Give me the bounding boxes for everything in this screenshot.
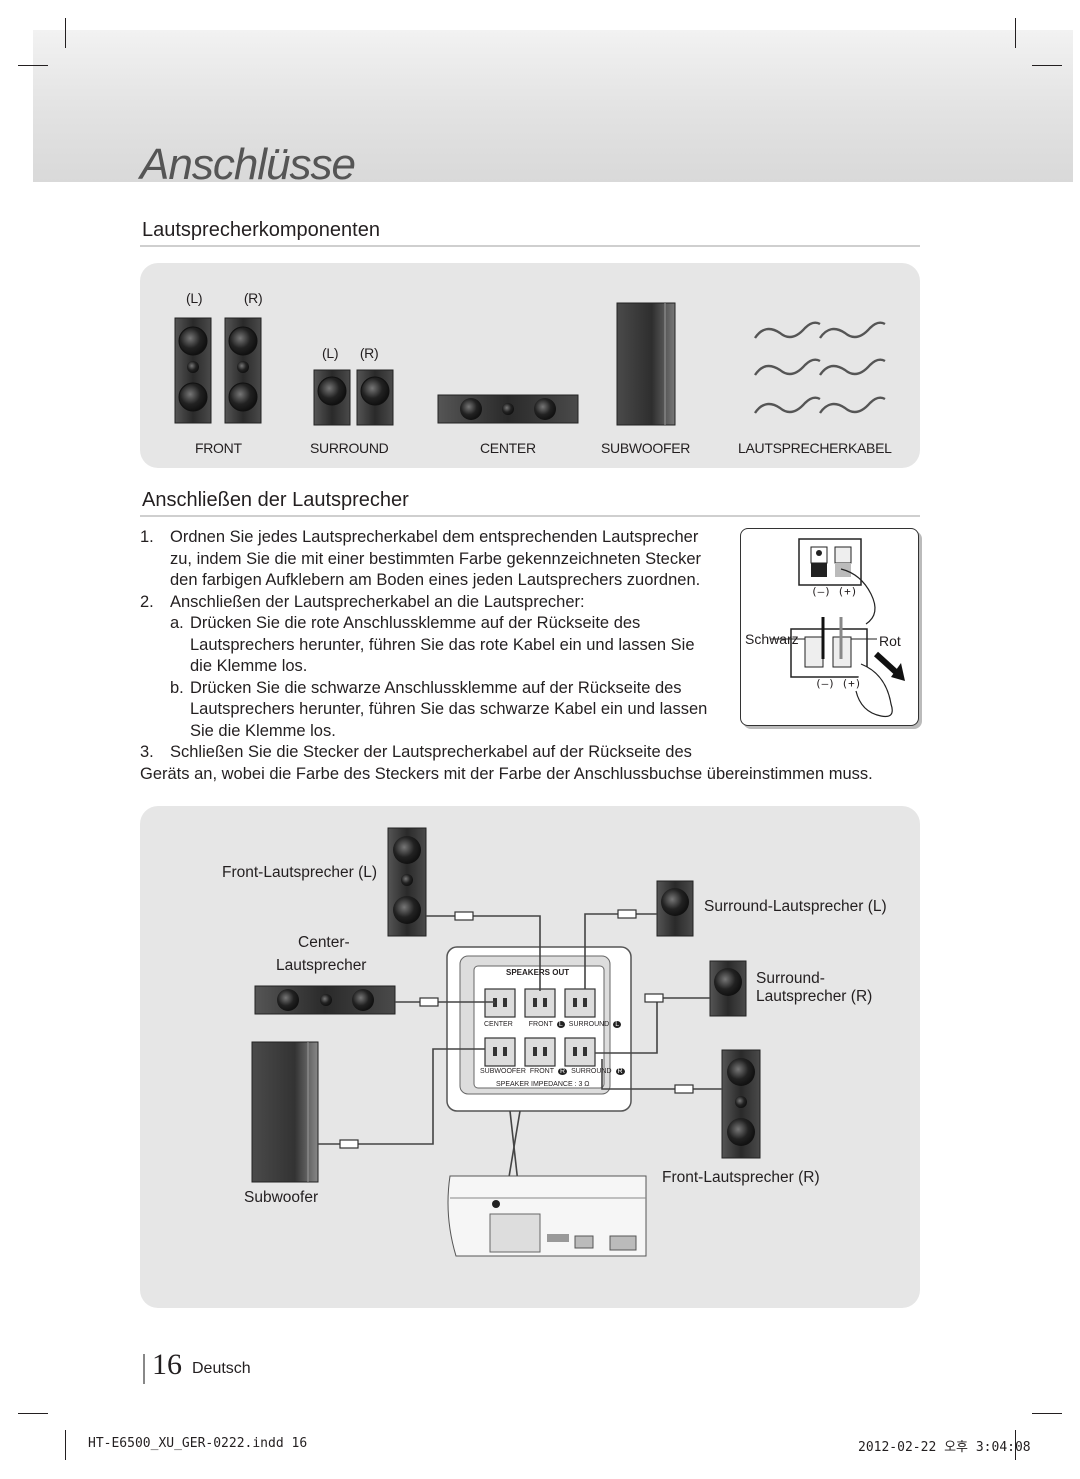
page-number-bar bbox=[143, 1354, 145, 1384]
label-front-left: Front-Lautsprecher (L) bbox=[222, 864, 378, 881]
crop-mark bbox=[1015, 18, 1016, 48]
front-right-label: (R) bbox=[243, 290, 263, 306]
surround-speaker-left-icon bbox=[656, 880, 694, 937]
header-band bbox=[33, 30, 1073, 182]
front-speaker-left bbox=[174, 317, 212, 424]
label-surround: SURROUND bbox=[310, 440, 389, 456]
label-center-2: Lautsprecher bbox=[276, 957, 367, 974]
polarity-bottom: (–) (+) bbox=[815, 677, 862, 690]
panel-title: SPEAKERS OUT bbox=[506, 968, 570, 977]
footer-filename: HT-E6500_XU_GER-0222.indd 16 bbox=[88, 1436, 308, 1451]
section-rule bbox=[140, 515, 920, 517]
step-2: 2. Anschließen der Lautsprecherkabel an … bbox=[140, 592, 585, 611]
components-illustration bbox=[174, 302, 886, 426]
label-center-1: Center- bbox=[298, 934, 350, 951]
center-speaker-icon bbox=[254, 985, 396, 1015]
instructions: 1. Ordnen Sie jedes Lautsprecherkabel de… bbox=[140, 527, 873, 785]
surround-speaker-right-icon bbox=[709, 960, 747, 1017]
surround-speaker-left bbox=[313, 369, 351, 426]
front-speaker-right bbox=[224, 317, 262, 424]
subwoofer-icon bbox=[251, 1041, 319, 1183]
speaker-cables bbox=[754, 321, 886, 414]
components-panel: (L) (R) (L) (R) FRONT SURROUND CENTER SU… bbox=[140, 263, 920, 468]
label-speaker-cable: LAUTSPRECHERKABEL bbox=[738, 440, 892, 456]
step-2a: a. Drücken Sie die rote Anschlussklemme … bbox=[170, 614, 695, 675]
label-surround-right-2: Lautsprecher (R) bbox=[756, 988, 873, 1005]
polarity-top: (–) (+) bbox=[811, 585, 858, 598]
label-subwoofer: SUBWOOFER bbox=[601, 440, 691, 456]
front-left-label: (L) bbox=[186, 290, 203, 306]
section-title-components: Lautsprecherkomponenten bbox=[142, 219, 380, 241]
section-title-connect: Anschließen der Lautsprecher bbox=[142, 489, 409, 511]
page-language: Deutsch bbox=[192, 1360, 251, 1377]
label-black: Schwarz bbox=[745, 631, 799, 647]
label-surround-left: Surround-Lautsprecher (L) bbox=[704, 898, 887, 915]
step-3: 3. Schließen Sie die Stecker der Lautspr… bbox=[140, 743, 873, 783]
section-rule bbox=[140, 245, 920, 247]
panel-row-1: CENTER FRONT L SURROUND L bbox=[484, 1021, 622, 1028]
label-red: Rot bbox=[879, 633, 901, 649]
crop-mark bbox=[1015, 1430, 1016, 1460]
label-front: FRONT bbox=[195, 440, 242, 456]
footer-timestamp: 2012-02-22 오후 3:04:08 bbox=[858, 1440, 1031, 1455]
surround-speaker-right bbox=[356, 369, 394, 426]
panel-impedance: SPEAKER IMPEDANCE : 3 Ω bbox=[496, 1081, 590, 1088]
cable-plugs bbox=[339, 909, 694, 1149]
crop-mark bbox=[1032, 65, 1062, 66]
front-speaker-right-icon bbox=[721, 1049, 761, 1159]
speaker-terminal-panel bbox=[446, 946, 632, 1112]
receiver-rear-panel bbox=[447, 1175, 647, 1257]
terminal-illustration: (–) (+) (–) (+) Schwarz Rot bbox=[740, 528, 919, 726]
wiring-illustration bbox=[251, 827, 761, 1257]
label-center: CENTER bbox=[480, 440, 536, 456]
page-number: 16 bbox=[152, 1348, 182, 1381]
crop-mark bbox=[65, 1430, 66, 1460]
crop-mark bbox=[1032, 1413, 1062, 1414]
label-front-right: Front-Lautsprecher (R) bbox=[662, 1169, 820, 1186]
surround-left-label: (L) bbox=[322, 345, 339, 361]
chapter-title: Anschlüsse bbox=[140, 140, 356, 189]
subwoofer-unit bbox=[616, 302, 676, 426]
label-surround-right-1: Surround- bbox=[756, 970, 825, 987]
wiring-panel: Front-Lautsprecher (L) Center- Lautsprec… bbox=[140, 806, 920, 1308]
crop-mark bbox=[18, 65, 48, 66]
step-1: 1. Ordnen Sie jedes Lautsprecherkabel de… bbox=[140, 528, 702, 589]
panel-row-2: SUBWOOFER FRONT R SURROUND R bbox=[480, 1068, 625, 1075]
crop-mark bbox=[18, 1413, 48, 1414]
step-2b: b. Drücken Sie die schwarze Anschlusskle… bbox=[170, 678, 708, 740]
front-speaker-left-icon bbox=[387, 827, 427, 937]
label-subwoofer: Subwoofer bbox=[244, 1189, 319, 1206]
surround-right-label: (R) bbox=[359, 345, 379, 361]
crop-mark bbox=[65, 18, 66, 48]
center-speaker bbox=[437, 394, 579, 424]
